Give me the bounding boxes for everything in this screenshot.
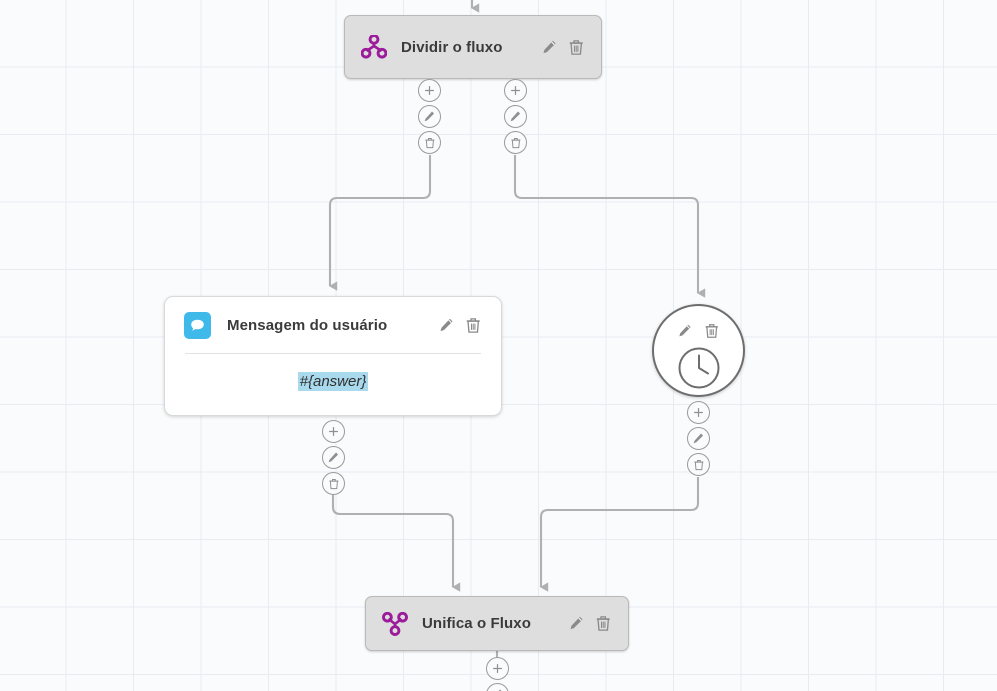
pencil-icon[interactable] bbox=[677, 322, 694, 339]
pencil-icon[interactable] bbox=[322, 446, 345, 469]
trash-icon[interactable] bbox=[504, 131, 527, 154]
node-delay[interactable] bbox=[652, 304, 745, 397]
node-message-body: #{answer} bbox=[165, 354, 501, 409]
node-split-title: Dividir o fluxo bbox=[401, 38, 503, 56]
connector-split-left-port[interactable] bbox=[418, 79, 441, 154]
connector-delay-port[interactable] bbox=[687, 401, 710, 476]
connector-message-port[interactable] bbox=[322, 420, 345, 495]
connector-split-right-port[interactable] bbox=[504, 79, 527, 154]
pencil-icon[interactable] bbox=[541, 39, 558, 56]
node-message-title: Mensagem do usuário bbox=[227, 316, 388, 334]
pencil-icon[interactable] bbox=[568, 615, 585, 632]
pencil-icon[interactable] bbox=[687, 427, 710, 450]
pencil-icon[interactable] bbox=[418, 105, 441, 128]
trash-icon[interactable] bbox=[322, 472, 345, 495]
flow-split-icon bbox=[360, 34, 388, 59]
trash-icon[interactable] bbox=[704, 322, 721, 339]
trash-icon[interactable] bbox=[568, 39, 585, 56]
edge-split-to-delay bbox=[513, 155, 706, 298]
node-merge-title: Unifica o Fluxo bbox=[422, 615, 532, 632]
trash-icon[interactable] bbox=[465, 317, 482, 334]
pencil-icon[interactable] bbox=[438, 317, 455, 334]
node-merge-actions bbox=[568, 615, 612, 632]
flow-merge-icon bbox=[382, 611, 408, 636]
edge-split-to-message bbox=[328, 155, 432, 291]
node-message-divider bbox=[185, 353, 481, 354]
plus-icon[interactable] bbox=[418, 79, 441, 102]
trash-icon[interactable] bbox=[687, 453, 710, 476]
node-user-message[interactable]: Mensagem do usuário bbox=[164, 296, 502, 416]
node-split-flow[interactable]: Dividir o fluxo bbox=[344, 15, 602, 79]
plus-icon[interactable] bbox=[687, 401, 710, 424]
pencil-icon[interactable] bbox=[486, 683, 509, 691]
node-message-actions bbox=[438, 317, 482, 334]
pencil-icon[interactable] bbox=[504, 105, 527, 128]
trash-icon[interactable] bbox=[418, 131, 441, 154]
plus-icon[interactable] bbox=[322, 420, 345, 443]
node-merge-flow[interactable]: Unifica o Fluxo bbox=[365, 596, 629, 651]
plus-icon[interactable] bbox=[504, 79, 527, 102]
node-message-header: Mensagem do usuário bbox=[165, 297, 501, 353]
edge-delay-to-merge bbox=[539, 477, 700, 592]
clock-icon bbox=[677, 346, 721, 390]
connector-merge-port[interactable] bbox=[486, 657, 509, 691]
edge-message-to-merge bbox=[331, 495, 461, 592]
chat-bubble-icon bbox=[184, 311, 211, 339]
node-delay-actions bbox=[654, 322, 743, 339]
trash-icon[interactable] bbox=[595, 615, 612, 632]
message-variable-token: #{answer} bbox=[297, 372, 369, 391]
node-split-actions bbox=[541, 39, 585, 56]
plus-icon[interactable] bbox=[486, 657, 509, 680]
